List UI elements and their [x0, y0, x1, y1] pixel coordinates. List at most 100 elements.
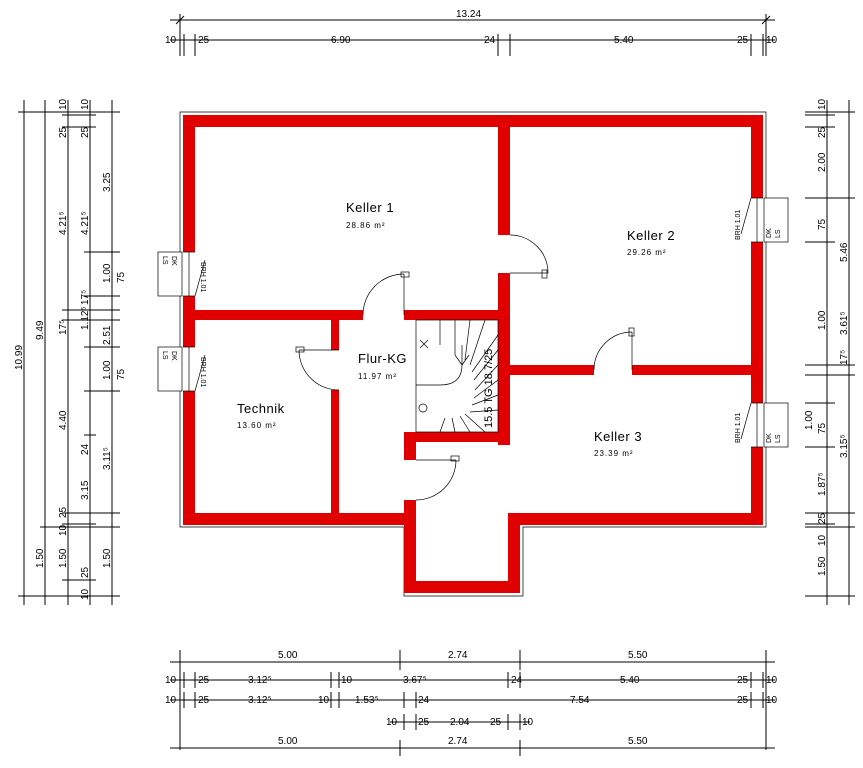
- wall-keller1-south-west: [183, 310, 363, 320]
- room-name-technik: Technik: [237, 401, 285, 416]
- room-name-keller3: Keller 3: [594, 429, 642, 444]
- dim-left: 4.21⁵: [80, 211, 91, 235]
- window-label-dk: DK: [170, 351, 177, 361]
- dim-left: 17⁵: [58, 320, 69, 335]
- dim-right: 1.00: [817, 310, 828, 330]
- room-name-flur: Flur-KG: [358, 351, 407, 366]
- dim-left: 10: [58, 98, 69, 110]
- dim-right: 5.46: [839, 242, 850, 262]
- door-technik: [298, 349, 340, 391]
- dim-bottom-3: 25: [737, 695, 749, 706]
- dim-bottom-3: 10: [165, 695, 177, 706]
- dim-left: 10: [58, 524, 69, 536]
- window-technik: [157, 346, 206, 392]
- dimensions-left: 10.99 9.49 1.50 10 25 4.21⁵ 17⁵ 4.40 10 …: [14, 98, 127, 605]
- dim-left: 3.25: [102, 172, 113, 192]
- dim-right: 10: [817, 98, 828, 110]
- dim-left: 2.51: [102, 325, 113, 345]
- dim-right: 25: [817, 512, 828, 524]
- dimensions-top: 13.24 10 25 6.90 24 5.40 25 10: [165, 9, 778, 56]
- wall-keller1-keller2: [498, 115, 510, 235]
- wall-bump-south: [404, 581, 520, 593]
- wall-east: [751, 115, 763, 525]
- window-label-dk: DK: [766, 433, 773, 443]
- window-label-brh: BRH 1.01: [735, 413, 742, 443]
- dim-bottom-4: 10: [386, 717, 398, 728]
- dim-bottom-2: 10: [766, 675, 778, 686]
- wall-bump-west: [404, 500, 416, 593]
- window-label-ls: LS: [775, 434, 782, 443]
- dim-left: 1.00: [102, 360, 113, 380]
- dim-bottom-3: 10: [766, 695, 778, 706]
- dim-right: 1.50: [817, 556, 828, 576]
- dim-right: 75: [817, 218, 828, 230]
- wall-flur-stub: [404, 432, 416, 460]
- dim-bottom-1: 5.50: [628, 650, 648, 661]
- dim-top-seg: 25: [198, 35, 210, 46]
- dim-bottom-2: 3.12⁵: [248, 675, 272, 686]
- dim-left: 25: [58, 506, 69, 518]
- staircase: [415, 319, 499, 433]
- dim-right: 3.61⁵: [839, 311, 850, 335]
- dim-left: 9.49: [35, 320, 46, 340]
- window-label-ls: LS: [161, 256, 168, 265]
- window-label-brh: BRH 1.01: [199, 262, 206, 292]
- wall-keller2-keller3-west: [508, 365, 594, 375]
- room-area-keller2: 29.26 m²: [627, 248, 667, 257]
- dim-top-seg: 24: [484, 35, 496, 46]
- dim-left: 25: [80, 566, 91, 578]
- dim-bottom-3: 1.53⁵: [355, 695, 379, 706]
- dim-bottom-3: 7.54: [570, 695, 590, 706]
- dim-bottom-2: 25: [737, 675, 749, 686]
- room-area-keller1: 28.86 m²: [346, 221, 386, 230]
- window-label-brh: BRH 1.01: [199, 357, 206, 387]
- dim-bottom-1: 5.00: [278, 650, 298, 661]
- dim-bottom-3: 3.12⁵: [248, 695, 272, 706]
- dim-left-total: 10.99: [14, 345, 25, 370]
- dim-bottom-4: 25: [490, 717, 502, 728]
- dim-left: 75: [116, 271, 127, 283]
- dim-bottom-2: 24: [511, 675, 523, 686]
- dim-top-seg: 6.90: [331, 35, 351, 46]
- dim-bottom-3: 10: [318, 695, 330, 706]
- dim-left: 1.50: [35, 548, 46, 568]
- dim-left: 1.50: [102, 548, 113, 568]
- window-label-dk: DK: [766, 228, 773, 238]
- dimensions-bottom: 5.00 2.74 5.50 10 25 3.12⁵ 10 3.67⁵ 24 5…: [165, 650, 778, 756]
- window-keller2: [740, 197, 789, 243]
- dim-left: 25: [58, 126, 69, 138]
- dim-left: 1.50: [58, 548, 69, 568]
- dim-left: 24: [80, 443, 91, 455]
- dim-left: 25: [80, 126, 91, 138]
- dim-bottom-1: 2.74: [448, 650, 468, 661]
- dim-bottom-5: 2.74: [448, 736, 468, 747]
- door-keller3: [415, 459, 457, 501]
- window-label-ls: LS: [161, 351, 168, 360]
- dim-left: 3.11⁵: [102, 447, 113, 470]
- wall-south-west: [183, 513, 416, 525]
- room-area-flur: 11.97 m²: [358, 372, 397, 381]
- dim-bottom-2: 25: [198, 675, 210, 686]
- dim-bottom-2: 5.40: [620, 675, 640, 686]
- window-label-ls: LS: [775, 229, 782, 238]
- wall-technik-flur: [331, 320, 339, 350]
- dim-bottom-2: 10: [341, 675, 353, 686]
- dim-right: 3.15⁵: [839, 434, 850, 458]
- doors: [295, 234, 635, 501]
- dim-left: 10: [80, 588, 91, 600]
- dim-top-seg: 5.40: [614, 35, 634, 46]
- dim-bottom-2: 3.67⁵: [403, 675, 427, 686]
- dim-bottom-4: 25: [418, 717, 430, 728]
- dim-bottom-5: 5.00: [278, 736, 298, 747]
- dim-left: 1.00: [102, 263, 113, 283]
- dim-right: 75: [817, 422, 828, 434]
- dim-right: 2.00: [817, 152, 828, 172]
- wall-technik-flur-2: [331, 390, 339, 513]
- wall-keller1-flur-lower: [498, 273, 510, 445]
- dim-left: 4.21⁵: [58, 211, 69, 235]
- room-area-keller3: 23.39 m²: [594, 449, 634, 458]
- dim-left: 3.15: [80, 480, 91, 500]
- room-labels: Keller 1 28.86 m² Keller 2 29.26 m² Flur…: [237, 200, 675, 458]
- dim-bottom-3: 25: [198, 695, 210, 706]
